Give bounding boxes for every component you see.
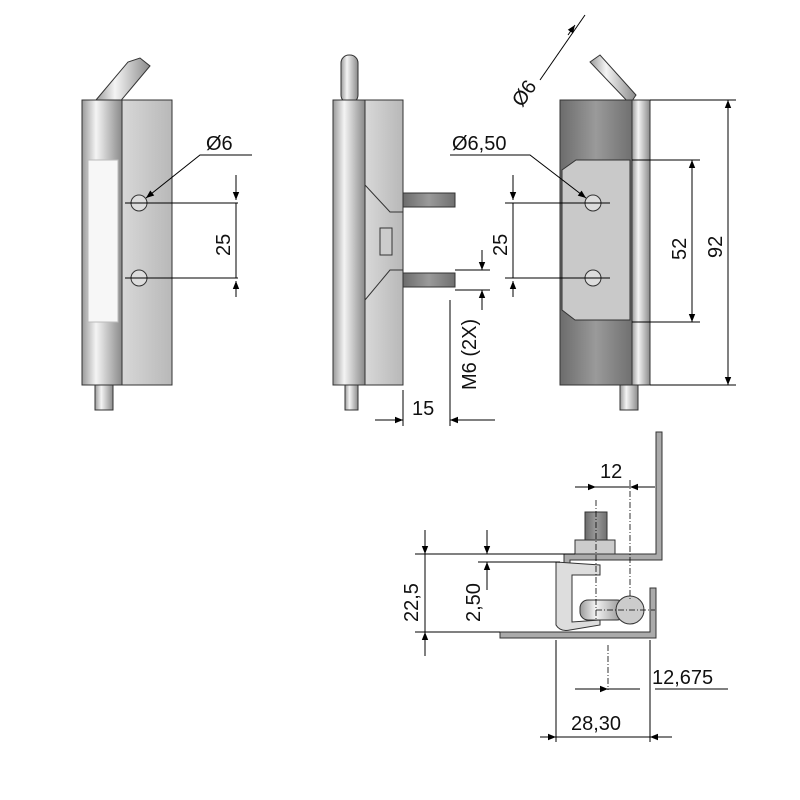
section-view: 12 22,5 2,50 12,675 28,30	[401, 431, 728, 742]
knuckle	[332, 99, 366, 386]
dim-hole-diameter: Ø6	[206, 133, 233, 155]
nut	[574, 539, 616, 555]
dim-pin-offset: 12,675	[652, 667, 713, 689]
dim-pin-diameter: Ø6	[508, 76, 541, 110]
dim-thickness: 2,50	[463, 583, 485, 622]
dim-hole-spacing-rear: 25	[490, 234, 512, 256]
pin-top	[95, 57, 151, 105]
dim-hole-diameter-rear: Ø6,50	[452, 133, 506, 155]
dim-overall-height: 92	[705, 236, 727, 258]
dim-stud-length: 15	[412, 398, 434, 420]
frame	[499, 587, 657, 639]
front-view: 25 Ø6	[81, 57, 252, 411]
dim-hole-spacing: 25	[213, 234, 235, 256]
pin-bottom	[619, 384, 639, 411]
leaf-plate	[121, 99, 173, 386]
dim-thread: M6 (2X)	[459, 319, 481, 390]
pin-bottom	[344, 384, 359, 411]
bracket	[563, 431, 663, 615]
pin-top	[589, 54, 637, 105]
rear-view: 25 Ø6,50 52 92 Ø6	[450, 14, 736, 411]
dim-plate-height: 52	[669, 238, 691, 260]
dim-offset-top: 12	[600, 461, 622, 483]
side-view: M6 (2X) 15	[332, 54, 495, 426]
dim-height: 22,5	[401, 583, 423, 622]
knuckle	[631, 99, 651, 386]
pin-bottom	[94, 384, 114, 411]
dim-width: 28,30	[571, 713, 621, 735]
threaded-stud	[402, 192, 456, 208]
threaded-stud	[402, 272, 456, 288]
pin-top	[340, 54, 359, 104]
